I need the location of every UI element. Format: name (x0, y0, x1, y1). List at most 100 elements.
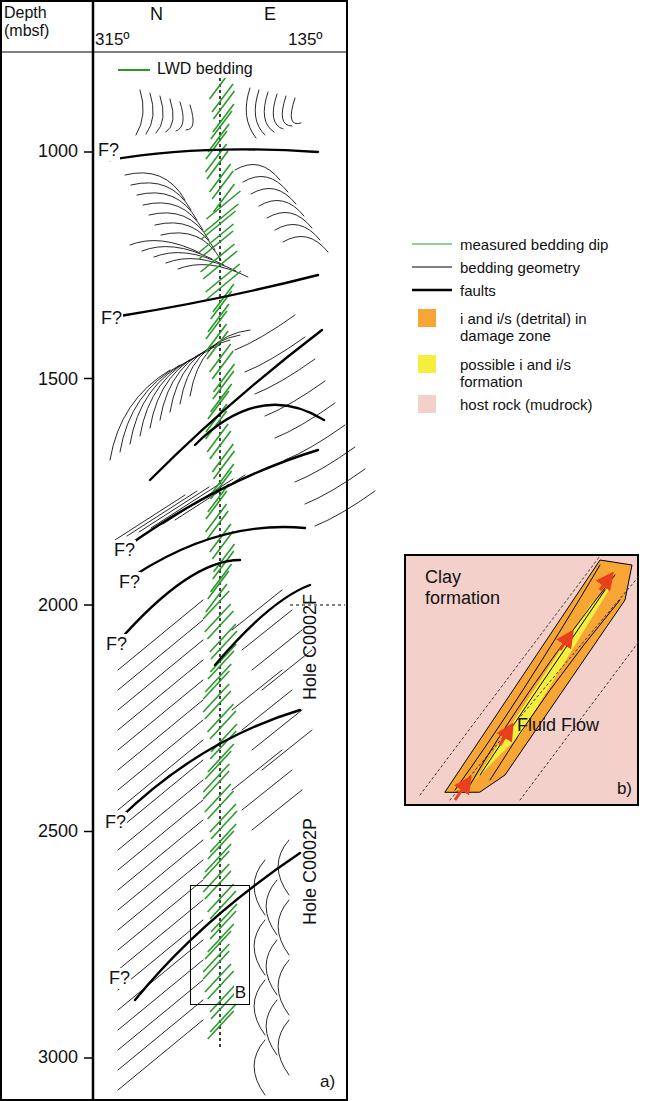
bedding-geometry (118, 820, 203, 890)
bedding-geometry (149, 213, 209, 240)
hole-name: Hole C0002F (300, 594, 321, 700)
bedding-geometry (265, 381, 325, 416)
measured-bedding-dip (203, 671, 229, 699)
bedding-geometry (118, 780, 203, 850)
measured-bedding-dip (210, 644, 236, 672)
legend-text: faults (460, 282, 635, 299)
bedding-geometry (127, 491, 197, 536)
measured-bedding-dip (203, 951, 229, 979)
measured-bedding-dip (205, 664, 231, 692)
bedding-geometry (273, 94, 283, 129)
bedding-geometry (139, 487, 209, 532)
depth-tick (84, 604, 93, 606)
measured-bedding-dip (204, 204, 238, 232)
measured-bedding-dip (202, 211, 236, 239)
legend-swatch (418, 309, 436, 327)
measured-bedding-dip (206, 131, 227, 159)
bedding-geometry (166, 99, 173, 132)
inset-host-rock (405, 555, 638, 805)
bedding-geometry (118, 800, 203, 870)
bedding-geometry (140, 355, 200, 436)
measured-bedding-dip (213, 91, 234, 119)
fault-query: F? (97, 140, 120, 161)
fault (195, 405, 324, 445)
measured-bedding-dip (208, 971, 234, 999)
measured-bedding-dip (208, 924, 234, 952)
measured-bedding-dip (213, 544, 234, 572)
fault (120, 275, 318, 316)
axis-title: Depth (mbsf) (4, 4, 84, 41)
bedding-geometry (118, 700, 203, 770)
measured-bedding-dip (210, 1004, 236, 1032)
fault-query: F? (118, 572, 141, 593)
bedding-geometry (285, 425, 345, 460)
fault (135, 853, 300, 1000)
legend-line-sample (118, 69, 150, 71)
bedding-geometry (295, 447, 355, 482)
bedding-geometry (251, 188, 296, 204)
legend-line-sample (412, 244, 452, 245)
fluid-flow-arrow (560, 632, 572, 650)
bedding-geometry (283, 236, 328, 252)
measured-bedding-dip (213, 451, 234, 479)
legend-swatch (418, 355, 436, 373)
panel-letter: a) (320, 1072, 335, 1092)
inset-panel: Clay formationFluid Flowb) (405, 555, 638, 805)
bedding-geometry (305, 469, 365, 504)
detail-label: B (234, 983, 247, 1003)
depth-tick (84, 151, 93, 153)
bedding-geometry (246, 88, 256, 138)
bedding-geometry (275, 224, 320, 240)
bedding-geometry (254, 920, 265, 975)
bedding-geometry (278, 960, 289, 1015)
measured-bedding-dip (205, 931, 231, 959)
bedding-geometry (266, 940, 277, 995)
measured-bedding-dip (203, 944, 229, 972)
bedding-geometry (243, 176, 288, 192)
fault-query: F? (100, 308, 123, 329)
bedding-geometry (118, 680, 203, 750)
bedding-geometry (259, 200, 304, 216)
bedding-geometry (267, 212, 312, 228)
measured-bedding-dip (207, 331, 228, 359)
bedding-geometry (146, 93, 153, 134)
measured-bedding-dip (203, 771, 229, 799)
measured-bedding-dip (205, 844, 231, 872)
measured-bedding-dip (208, 791, 234, 819)
measured-bedding-dip (208, 304, 229, 332)
bedding-geometry (275, 403, 335, 438)
measured-bedding-dip (212, 171, 233, 199)
depth-value: 2500 (38, 821, 78, 842)
panel-frame (1, 1, 347, 1100)
bedding-geometry (254, 860, 265, 915)
depth-value: 2000 (38, 595, 78, 616)
fault-query: F? (113, 540, 136, 561)
bedding-geometry (118, 1000, 203, 1070)
fluid-flow-arrow (455, 778, 470, 800)
bedding-geometry (118, 640, 203, 710)
depth-tick (84, 831, 93, 833)
measured-bedding-dip (206, 311, 227, 339)
fluid-flow-arrow (500, 725, 512, 745)
bedding-geometry (118, 620, 203, 690)
bedding-geometry (264, 92, 274, 132)
measured-bedding-dip (210, 824, 236, 852)
depth-tick (84, 378, 93, 380)
measured-bedding-dip (207, 611, 233, 639)
fault (125, 450, 318, 548)
bedding-geometry (118, 1020, 203, 1090)
measured-bedding-dip (211, 564, 232, 592)
legend-text: measured bedding dip (460, 236, 635, 253)
bedding-geometry (115, 495, 185, 540)
measured-bedding-dip (205, 751, 231, 779)
bedding-geometry (118, 660, 203, 730)
hole-name: Hole C0002P (300, 818, 321, 925)
legend-text: bedding geometry (460, 259, 635, 276)
measured-bedding-dip (213, 104, 234, 132)
depth-value: 3000 (38, 1047, 78, 1068)
bedding-geometry (176, 102, 183, 131)
bedding-geometry (282, 96, 292, 126)
bedding-geometry (235, 164, 280, 180)
measured-bedding-dip (206, 264, 240, 292)
measured-bedding-dip (203, 591, 229, 619)
